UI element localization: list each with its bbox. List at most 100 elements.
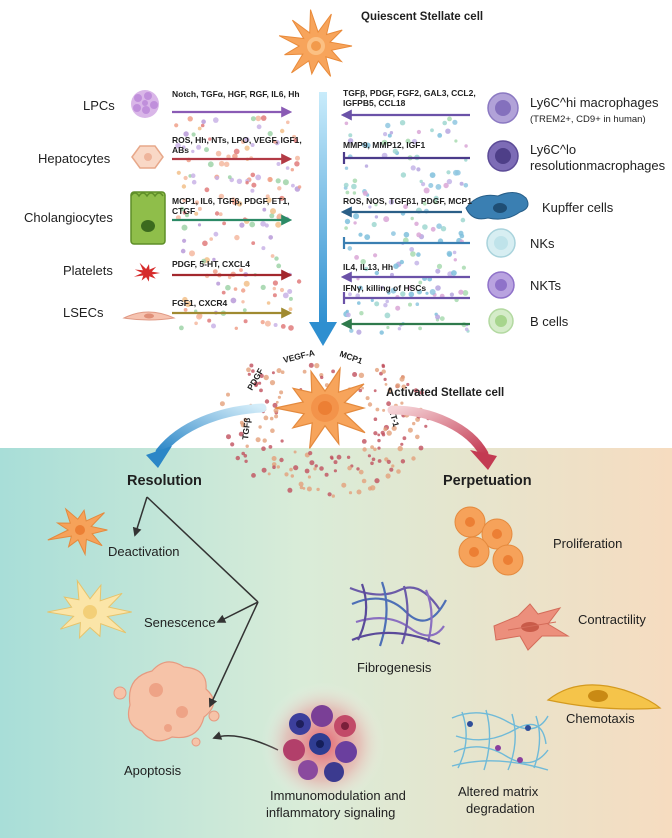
cytokine-dot	[411, 138, 418, 145]
cytokine-dot	[185, 213, 189, 218]
factors-cholangiocytes-2: CTGF	[172, 206, 195, 216]
cytokine-dot	[356, 329, 362, 335]
secreted-dot	[352, 372, 358, 377]
secreted-dot	[251, 369, 255, 373]
secreted-dot	[271, 456, 277, 461]
cytokine-dot	[191, 132, 196, 137]
cytokine-dot	[460, 217, 466, 223]
cytokine-dot	[280, 128, 285, 134]
secreted-dot	[302, 369, 307, 374]
secreted-dot	[298, 481, 304, 487]
cytokine-dot	[387, 133, 392, 138]
cytokine-dot	[443, 182, 449, 189]
secreted-dot	[226, 392, 230, 397]
cytokine-dot	[347, 138, 354, 144]
cytokine-dot	[393, 263, 399, 270]
cytokine-dot	[242, 308, 247, 312]
cytokine-dot	[187, 116, 193, 122]
cytokine-dot	[410, 216, 414, 221]
ly6c-lo-macrophage-icon	[487, 140, 519, 172]
cytokine-dot	[211, 323, 216, 329]
cholangiocytes-icon	[130, 191, 166, 245]
cytokine-dot	[196, 144, 202, 150]
label-kupffer: Kupffer cells	[542, 200, 614, 215]
cytokine-dot	[179, 206, 185, 212]
cytokine-dot	[381, 139, 388, 146]
cytokine-dot	[364, 266, 369, 272]
cytokine-dot	[358, 232, 363, 237]
cytokine-dot	[176, 170, 181, 175]
factors-cholangiocytes-1: MCP1, IL6, TGFβ, PDGF, ET1,	[172, 196, 290, 206]
secreted-dot	[264, 399, 270, 404]
cytokine-dot	[385, 122, 391, 129]
cytokine-dot	[275, 178, 281, 184]
secreted-dot	[273, 408, 279, 413]
cytokine-dot	[214, 211, 220, 216]
cytokine-dot	[436, 263, 443, 269]
secreted-dot	[365, 396, 370, 401]
immuno-label-2: inflammatory signaling	[266, 805, 395, 820]
secreted-dot	[401, 384, 407, 390]
secreted-dot	[270, 428, 275, 434]
cytokine-dot	[183, 131, 189, 137]
cytokine-dot	[261, 246, 266, 251]
quiescent-stellate-cell	[278, 9, 353, 77]
cytokine-dot	[179, 325, 184, 331]
cytokine-dot	[429, 289, 436, 295]
secreted-dot	[381, 369, 386, 374]
secreted-dot	[384, 383, 388, 386]
secreted-dot	[269, 416, 274, 421]
secreted-dot	[399, 376, 405, 382]
factors-nkts-2: IFNγ, killing of HSCs	[343, 283, 426, 293]
cytokine-dot	[209, 237, 213, 241]
fibrogenesis-icon	[349, 581, 447, 647]
secreted-dot	[356, 489, 362, 495]
factors-platelets: PDGF, 5-HT, CXCL4	[172, 259, 250, 269]
secreted-dot	[383, 377, 387, 381]
cytokine-dot	[416, 167, 421, 172]
cytokine-dot	[380, 285, 384, 290]
cytokine-dot	[288, 325, 294, 331]
cytokine-dot	[451, 270, 457, 276]
secreted-dot	[389, 467, 394, 472]
secreted-dot	[391, 464, 395, 468]
cytokine-dot	[288, 296, 293, 301]
outcome-deactivation: Deactivation	[108, 544, 180, 559]
cytokine-dot	[241, 300, 245, 304]
cytokine-dot	[183, 308, 188, 312]
cytokine-dot	[244, 145, 250, 151]
secreted-dot	[356, 467, 360, 471]
cytokine-dot	[442, 120, 448, 126]
secreted-dot	[386, 459, 391, 464]
cytokine-dot	[383, 132, 388, 137]
matrix-label-1: Altered matrix	[458, 784, 539, 799]
secreted-dot	[219, 401, 225, 407]
cytokine-dot	[459, 181, 464, 186]
secreted-dot	[370, 445, 374, 449]
cytokine-dot	[200, 123, 205, 128]
secreted-dot	[276, 368, 282, 374]
immuno-label-1: Immunomodulation and	[270, 788, 406, 803]
cytokine-dot	[402, 237, 409, 244]
secreted-dot	[290, 474, 294, 478]
cytokine-dot	[194, 200, 200, 205]
cytokine-dot	[370, 298, 374, 302]
cytokine-dot	[433, 200, 438, 205]
cytokine-dot	[352, 178, 358, 184]
cytokine-dot	[183, 175, 188, 181]
cytokine-dot	[282, 292, 289, 299]
cytokine-dot	[292, 134, 297, 139]
secreted-dot	[400, 401, 404, 405]
cytokine-dot	[408, 286, 412, 290]
cytokine-dot	[250, 143, 255, 147]
factors-hepatocytes-2: ABs	[172, 145, 189, 155]
cytokine-dot	[234, 326, 238, 330]
cytokine-dot	[218, 193, 225, 200]
secreted-dot	[246, 367, 251, 373]
secreted-dot	[377, 433, 381, 437]
secreted-dot	[377, 438, 381, 443]
cytokine-dot	[418, 326, 422, 331]
outcome-apoptosis: Apoptosis	[124, 763, 182, 778]
secreted-dot	[235, 455, 240, 461]
secreted-dot	[287, 487, 293, 493]
